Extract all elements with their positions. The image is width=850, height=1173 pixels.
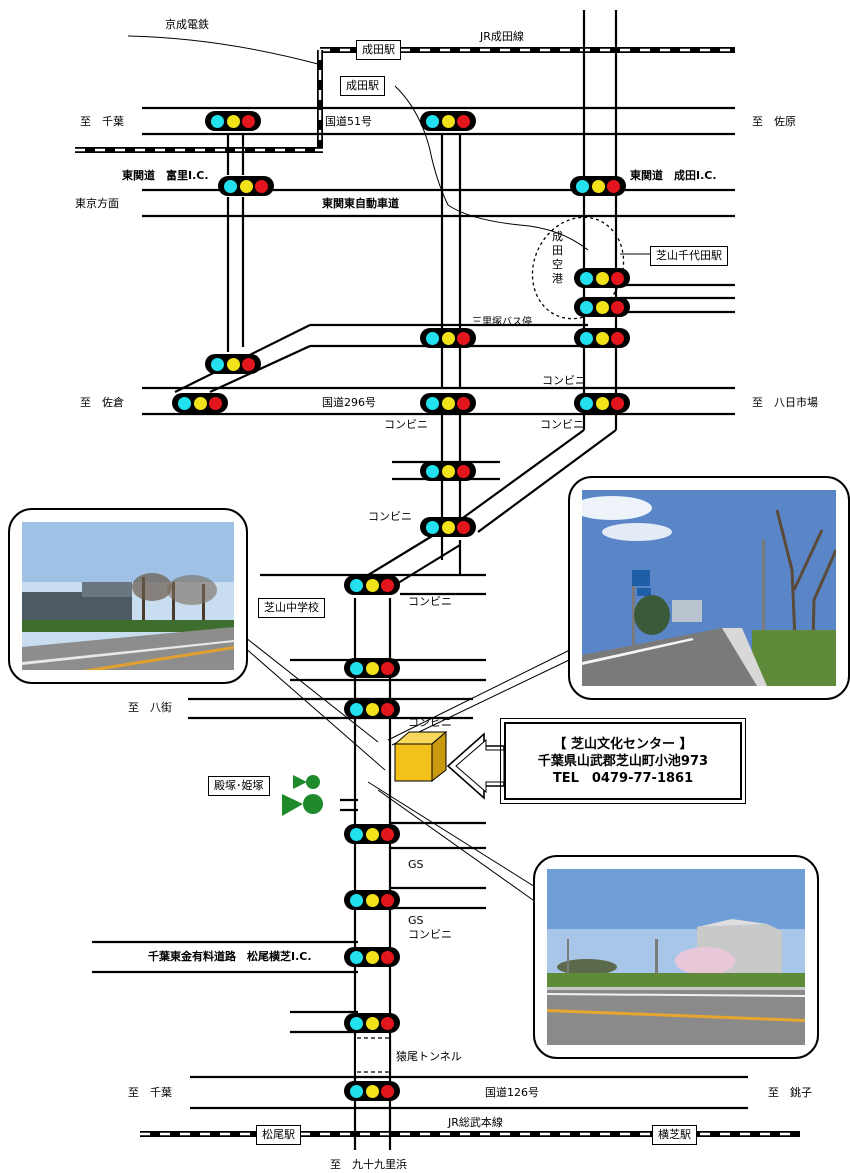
traffic-light [570,176,626,196]
traffic-light [420,328,476,348]
rail-keisei-label: 京成電鉄 [165,18,209,31]
convenience-store-label: コンビニ [384,418,428,431]
photo-right-bottom-image [547,869,805,1045]
direction-sakura: 至 佐倉 [80,396,124,409]
gas-station-label: GS [408,858,424,871]
route296-label: 国道296号 [322,396,376,409]
station-narita-keisei: 成田駅 [340,76,385,96]
station-narita-jr: 成田駅 [356,40,401,60]
shibayama-jhs-label: 芝山中学校 [258,598,325,618]
traffic-light [574,268,630,288]
tonozuka-himezuka-label: 殿塚･姫塚 [208,776,270,796]
convenience-store-label: コンビニ [540,418,584,431]
traffic-light [420,393,476,413]
tomisato-ic-label: 東関道 富里I.C. [122,169,209,182]
traffic-light [574,393,630,413]
rail-jr-sobu-label: JR総武本線 [448,1116,503,1129]
station-shibayama-chiyoda: 芝山千代田駅 [650,246,728,266]
traffic-light [574,328,630,348]
narita-ic-label: 東関道 成田I.C. [630,169,717,182]
traffic-light [218,176,274,196]
direction-yokaichiba: 至 八日市場 [752,396,818,409]
convenience-store-label: コンビニ [408,595,452,608]
rail-keisei [75,50,323,153]
direction-kujukuri: 至 九十九里浜 [330,1158,407,1171]
traffic-light [344,575,400,595]
station-matsuo: 松尾駅 [256,1125,301,1145]
traffic-light [344,824,400,844]
center-name: 【 芝山文化センター 】 [553,736,693,752]
traffic-light [172,393,228,413]
direction-yachimata: 至 八街 [128,701,172,714]
convenience-store-label: コンビニ [368,510,412,523]
convenience-store-label: コンビニ [408,716,452,729]
narita-airport-label: 成田空港 [552,230,563,285]
culture-center-building [393,730,448,783]
sanrizuka-bus-stop-label: 三里塚バス停 [472,317,532,328]
traffic-light [205,354,261,374]
traffic-light [344,699,400,719]
traffic-light [205,111,261,131]
traffic-light [344,1013,400,1033]
route126-label: 国道126号 [485,1086,539,1099]
traffic-light [574,297,630,317]
rail-jr-narita-label: JR成田線 [480,30,524,43]
direction-choshi: 至 銚子 [768,1086,812,1099]
center-address: 千葉県山武郡芝山町小池973 [537,753,709,769]
saruo-tunnel-label: 猿尾トンネル [396,1050,462,1063]
culture-center-info: 【 芝山文化センター 】 千葉県山武郡芝山町小池973 TEL 0479-77-… [500,718,746,804]
tumulus-icon [282,775,323,816]
photo-right-bottom [533,855,819,1059]
tokyo-direction-label: 東京方面 [75,197,119,210]
traffic-light [420,461,476,481]
traffic-light [344,890,400,910]
convenience-store-label: コンビニ [542,374,586,387]
traffic-light [344,947,400,967]
photo-left [8,508,248,684]
route51-label: 国道51号 [325,115,372,128]
road-lines [92,10,748,1150]
toll-road-ic-label: 千葉東金有料道路 松尾横芝I.C. [148,950,312,963]
traffic-light [420,517,476,537]
direction-sawara: 至 佐原 [752,115,796,128]
center-phone: TEL 0479-77-1861 [552,770,694,786]
expressway-label: 東関東自動車道 [322,197,399,210]
traffic-light [420,111,476,131]
direction-chiba-bottom: 至 千葉 [128,1086,172,1099]
station-yokoshiba: 横芝駅 [652,1125,697,1145]
traffic-light [344,658,400,678]
direction-chiba-top: 至 千葉 [80,115,124,128]
convenience-store-label: コンビニ [408,928,452,941]
photo-pointers [235,629,591,906]
photo-right-top [568,476,850,700]
photo-right-top-image [582,490,836,686]
traffic-light [344,1081,400,1101]
gas-station-label: GS [408,914,424,927]
photo-left-image [22,522,234,670]
